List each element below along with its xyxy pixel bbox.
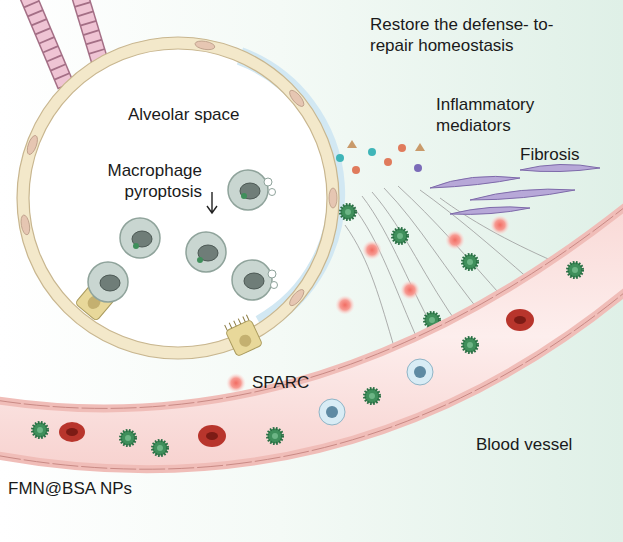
alveolus (17, 37, 339, 359)
decrease-arrow (207, 192, 217, 213)
vessel-label: Blood vessel (476, 434, 596, 455)
pyroptosis-label: Macrophage pyroptosis (94, 160, 202, 202)
nanoparticle-label: FMN@BSA NPs (8, 478, 158, 499)
mediators (336, 140, 425, 174)
heading-note: Restore the defense- to-repair homeostas… (370, 14, 570, 56)
fibrosis-label: Fibrosis (520, 144, 610, 165)
red-blood-cells (59, 309, 534, 447)
blood-vessel (0, 203, 623, 469)
type-ii-cell (223, 314, 263, 357)
region-label: Alveolar space (128, 104, 268, 125)
mediator-label: Inflammatory mediators (436, 94, 554, 136)
sparc-label: SPARC (252, 372, 332, 393)
white-blood-cells (319, 359, 433, 425)
fibroblasts (430, 164, 600, 214)
